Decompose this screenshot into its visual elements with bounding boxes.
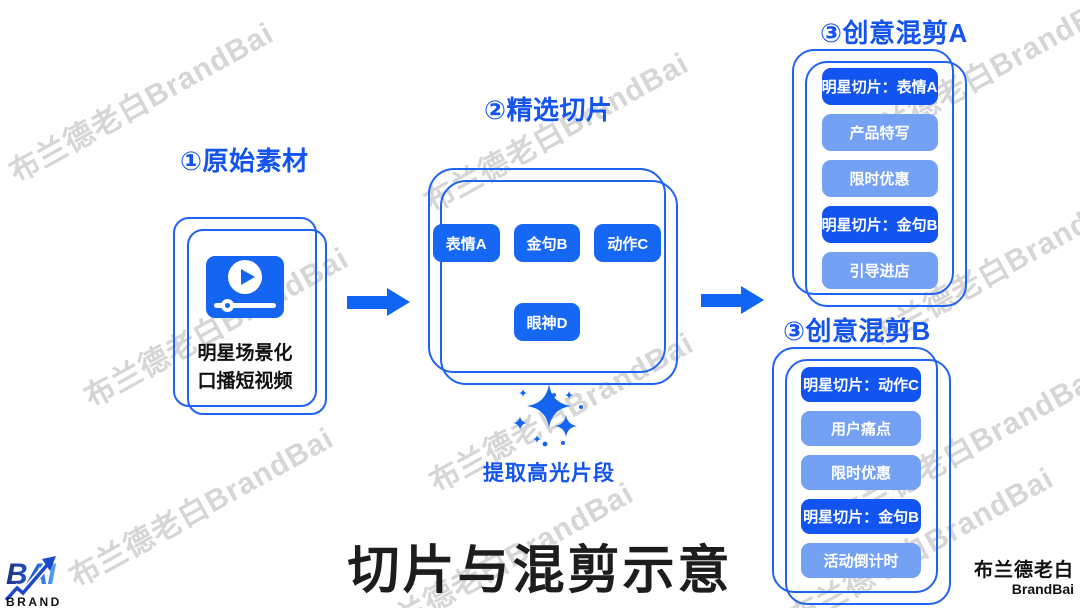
pill-star-clip-action-c: 明星切片：动作C	[801, 367, 921, 402]
bai-brand-logo: BAI BRAND	[4, 556, 62, 608]
chip-quote-b: 金句B	[513, 224, 581, 262]
pill-limited-offer-a: 限时优惠	[821, 160, 938, 197]
pill-user-painpoint: 用户痛点	[801, 411, 921, 446]
brand-name-en: BrandBai	[1011, 580, 1074, 597]
step3b-card-outline-front	[785, 359, 951, 605]
pill-guide-to-store: 引导进店	[821, 252, 938, 289]
step3b-card-outline-back	[772, 347, 938, 593]
flow-arrow-2	[701, 286, 765, 314]
step3b-title: ③创意混剪B	[783, 316, 931, 346]
step3b-pill-stack: 明星切片：动作C 用户痛点 限时优惠 明星切片：金句B 活动倒计时	[772, 367, 950, 578]
step2-box-outline-back	[428, 168, 666, 373]
pill-product-closeup: 产品特写	[821, 114, 938, 151]
step3a-title: ③创意混剪A	[820, 18, 968, 48]
sparkle-icon	[513, 384, 583, 447]
pill-star-clip-quote-b-b: 明星切片：金句B	[801, 499, 921, 534]
step1-card-outline-front	[187, 229, 327, 415]
step3a-pill-stack: 明星切片：表情A 产品特写 限时优惠 明星切片：金句B 引导进店	[792, 68, 967, 289]
step3a-card-outline-back	[792, 49, 954, 295]
step2-caption: 提取高光片段	[483, 462, 615, 485]
step2-chip-row2: 眼神D	[428, 303, 666, 341]
page-title: 切片与混剪示意	[347, 543, 733, 600]
video-player-icon	[206, 256, 284, 318]
brand-signature: 布兰德老白 BrandBai	[973, 560, 1074, 597]
brand-name-cn: 布兰德老白	[973, 560, 1074, 581]
progress-dot-icon	[221, 299, 234, 312]
step1-card-outline-back	[173, 217, 317, 407]
chip-expression-a: 表情A	[432, 224, 500, 262]
step3a-card-outline-front	[805, 61, 967, 307]
pill-limited-offer-b: 限时优惠	[801, 455, 921, 490]
chip-action-c: 动作C	[594, 224, 662, 262]
step2-title: ②精选切片	[484, 95, 613, 125]
pill-star-clip-quote-b-a: 明星切片：金句B	[821, 206, 938, 243]
flow-arrow-1	[347, 288, 411, 316]
step1-card-line1: 明星场景化	[197, 343, 293, 364]
pill-star-clip-expression-a: 明星切片：表情A	[821, 68, 938, 105]
pill-event-countdown: 活动倒计时	[801, 543, 921, 578]
play-button-icon	[228, 260, 262, 294]
step1-title: ①原始素材	[180, 146, 309, 176]
chip-gaze-d: 眼神D	[513, 303, 581, 341]
step2-box-outline-front	[440, 180, 678, 385]
step1-card-line2: 口播短视频	[197, 370, 293, 392]
svg-text:BRAND: BRAND	[6, 595, 62, 608]
step1-card-text: 明星场景化 口播短视频	[173, 340, 317, 395]
step2-chip-row: 表情A 金句B 动作C	[428, 224, 666, 262]
progress-bar-icon	[214, 303, 276, 308]
